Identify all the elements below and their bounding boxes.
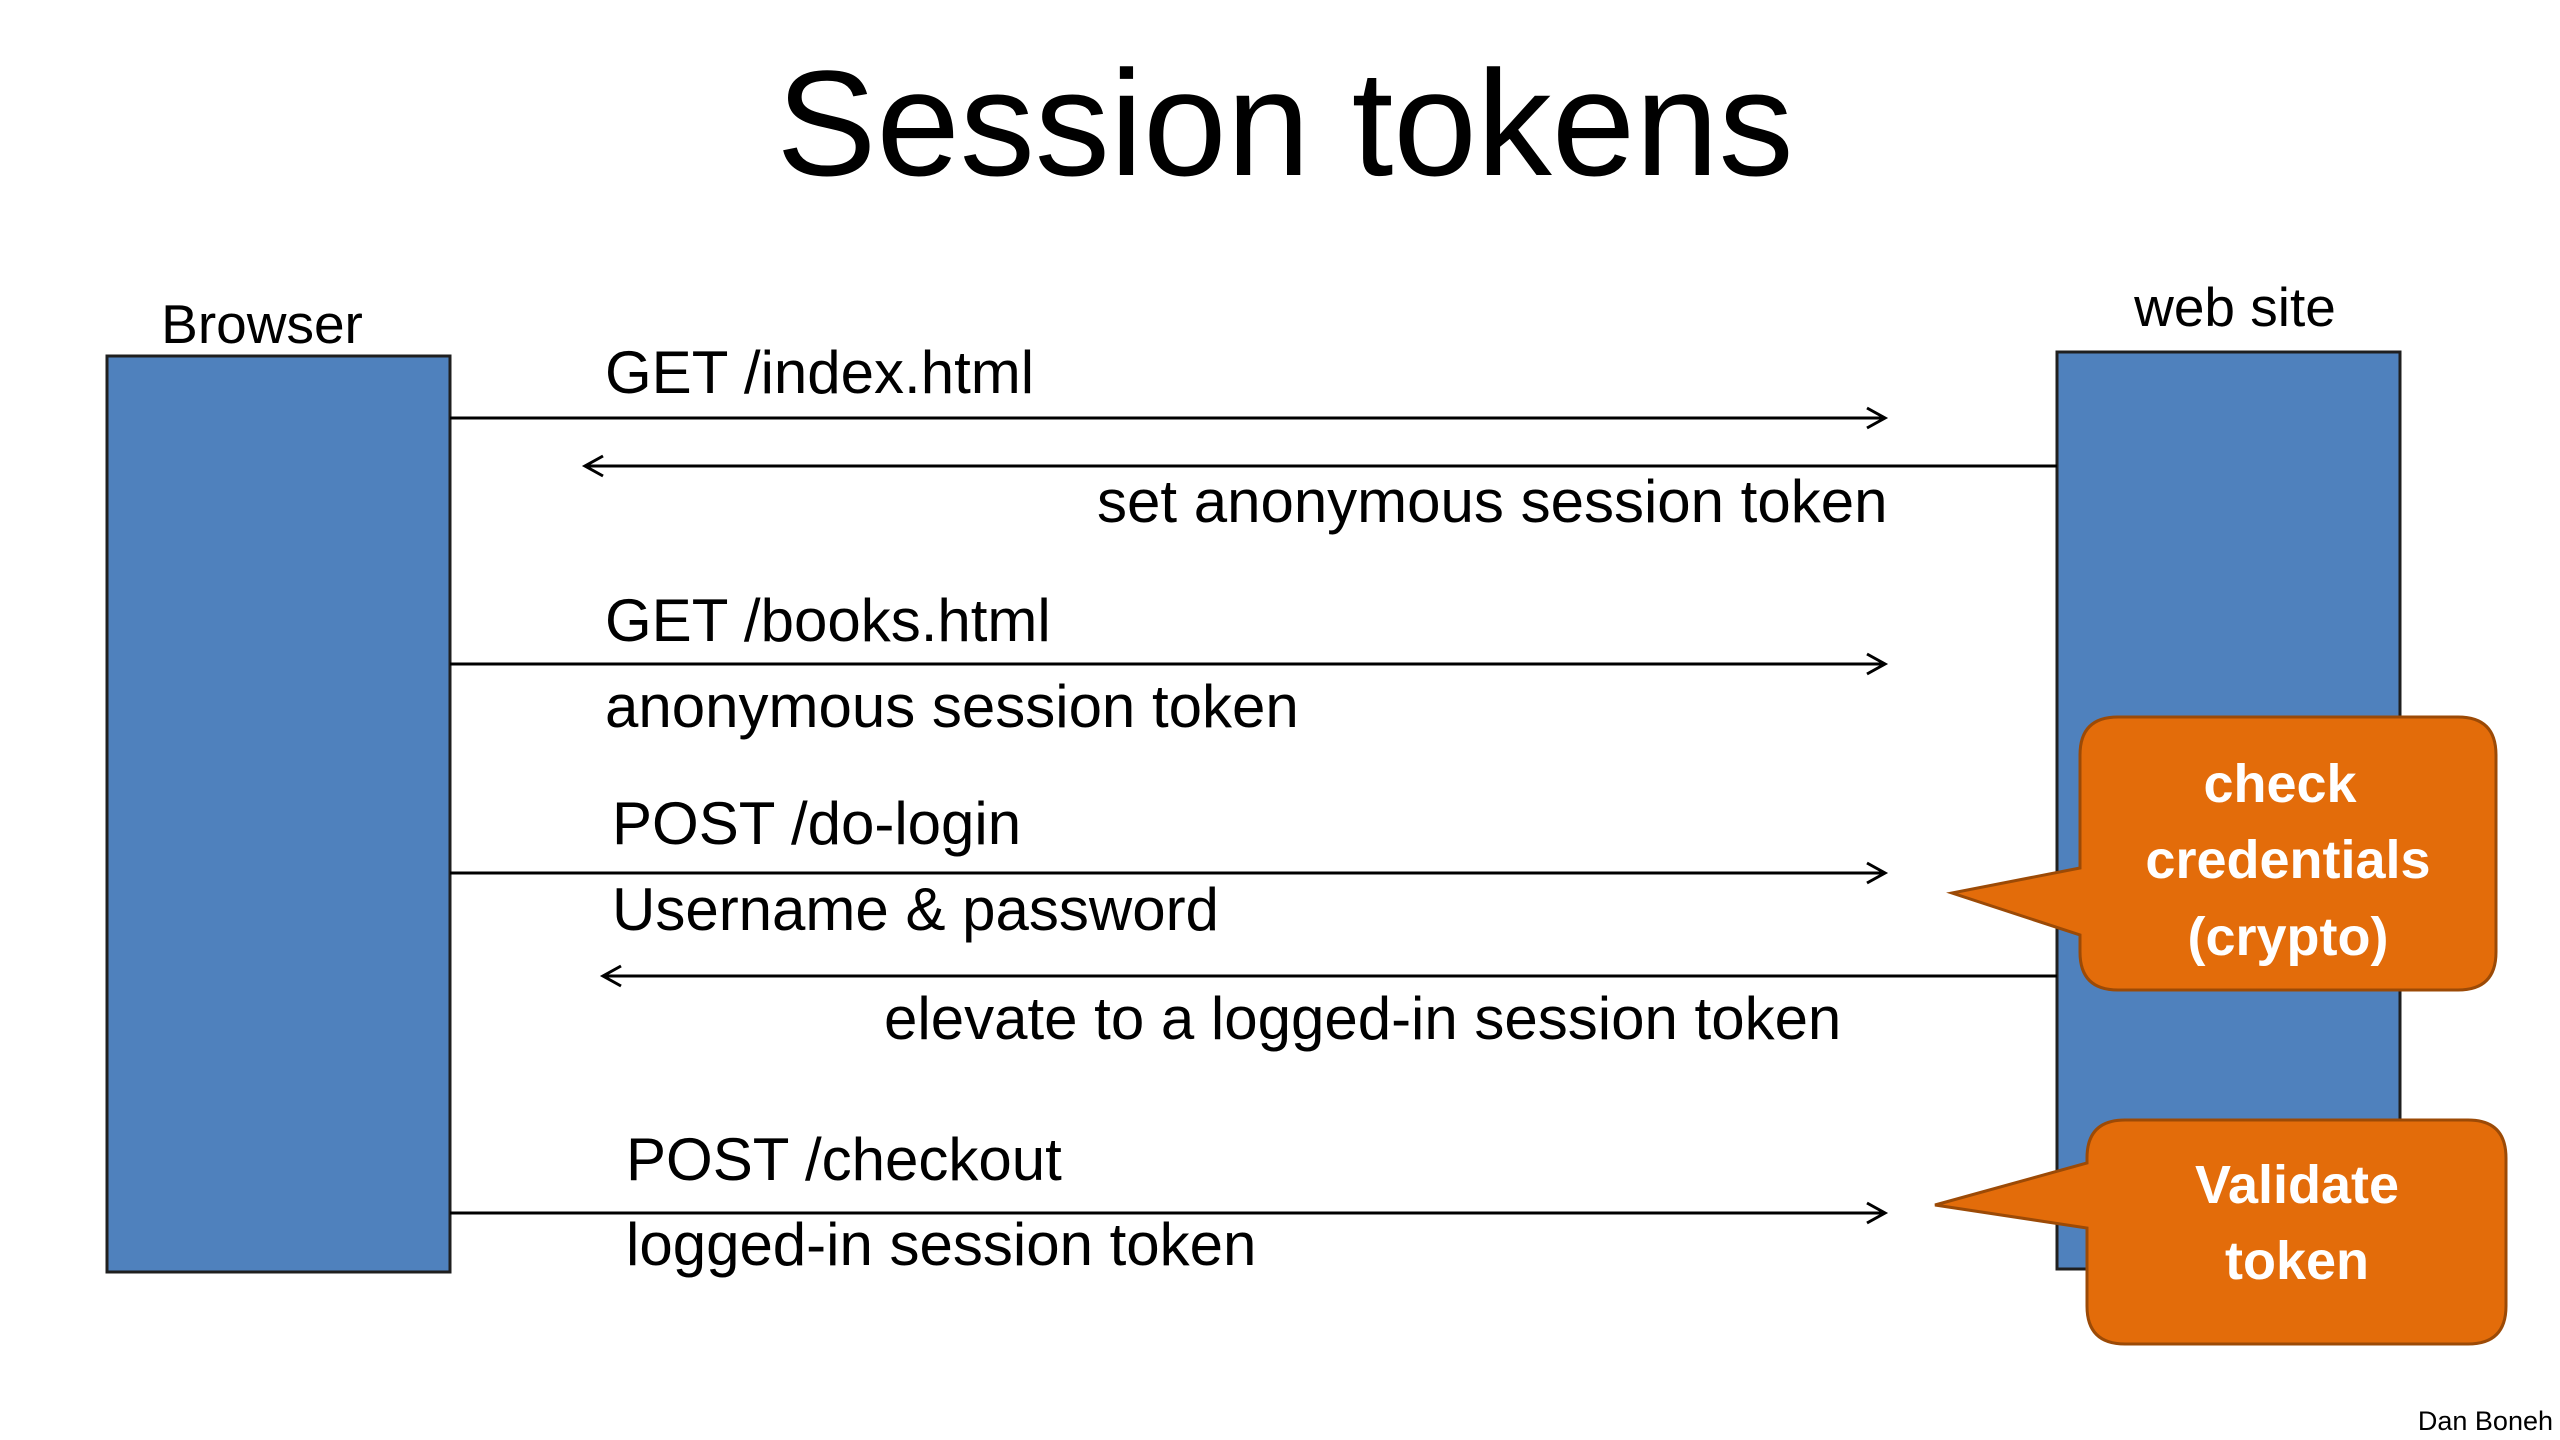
check-callout-line-2: credentials [2145, 830, 2430, 890]
validate-callout-line-2: token [2225, 1231, 2369, 1291]
slide-title: Session tokens [776, 39, 1793, 207]
browser-label: Browser [161, 293, 363, 355]
message-label-get-books: GET /books.html [605, 587, 1051, 654]
message-label-elevate-token: elevate to a logged-in session token [884, 985, 1841, 1052]
check-callout-line-3: (crypto) [2188, 907, 2389, 967]
validate-callout-line-1: Validate [2195, 1155, 2399, 1215]
message-sublabel-checkout: logged-in session token [626, 1211, 1256, 1278]
browser-lifeline [105, 354, 452, 1274]
message-label-checkout: POST /checkout [626, 1126, 1062, 1193]
validate-token-callout [1934, 1118, 2508, 1346]
message-label-set-anon-token: set anonymous session token [1097, 468, 1887, 535]
check-callout-line-1: check [2203, 754, 2357, 814]
message-sublabel-do-login: Username & password [612, 876, 1219, 943]
message-sublabel-get-books: anonymous session token [605, 673, 1299, 740]
message-label-get-index: GET /index.html [605, 339, 1034, 406]
check-credentials-callout [1946, 715, 2498, 992]
website-label: web site [2133, 276, 2336, 338]
message-label-do-login: POST /do-login [612, 790, 1021, 857]
footer-author: Dan Boneh [2418, 1406, 2553, 1436]
